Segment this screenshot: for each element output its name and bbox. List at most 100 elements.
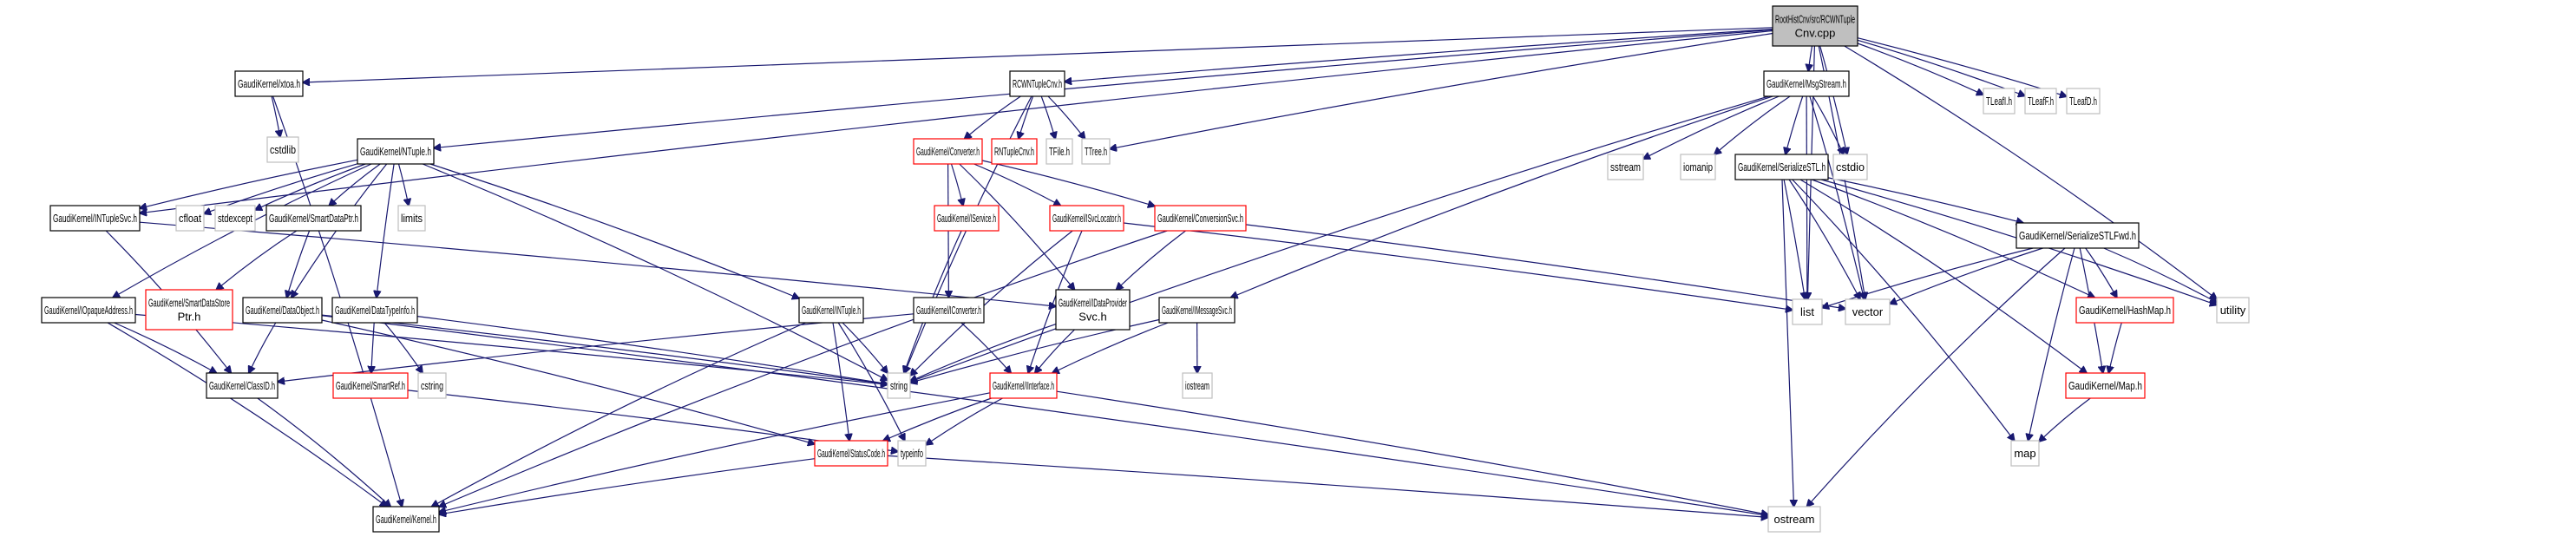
edge-ntuple-to-datatypeinfo [377, 163, 395, 298]
node-iinterface[interactable]: GaudiKernel/IInterface.h [989, 372, 1058, 399]
node-box [1081, 138, 1111, 165]
node-serializestlfwd[interactable]: GaudiKernel/SerializeSTLFwd.h [2016, 222, 2140, 249]
edge-iconverter-to-iinterface [960, 322, 1011, 373]
node-box [175, 205, 205, 232]
edge-idataprovider-to-string [910, 324, 1057, 382]
node-statuscode[interactable]: GaudiKernel/StatusCode.h [814, 440, 888, 467]
node-kernel[interactable]: GaudiKernel/Kernel.h [372, 506, 440, 533]
node-root[interactable]: RootHistCnv/src/RCWNTupleCnv.cpp [1772, 5, 1858, 47]
node-xtoa[interactable]: GaudiKernel/xtoa.h [234, 70, 304, 97]
node-box [1734, 154, 1829, 180]
node-iconverter[interactable]: GaudiKernel/IConverter.h [913, 297, 985, 324]
node-rcwnh[interactable]: RCWNTupleCnv.h [1009, 70, 1065, 97]
edge-ntuple-to-string [422, 163, 888, 380]
node-label: GaudiKernel/IDataProvider [1059, 297, 1127, 310]
edge-msgstream-to-serializestl [1786, 95, 1804, 154]
edge-ntuple-to-limits [397, 163, 410, 206]
node-ostream: ostream [1767, 506, 1821, 533]
node-label: iomanip [1683, 160, 1713, 174]
node-box [2010, 440, 2040, 467]
edge-datatypeinfo-to-string [416, 316, 888, 384]
edge-idataprovider-to-iinterface [1035, 329, 1075, 373]
edge-conversionsvc-to-kernel [439, 230, 1168, 507]
node-conversionsvc[interactable]: GaudiKernel/ConversionSvc.h [1154, 205, 1247, 232]
node-label: RCWNTupleCnv.h [1013, 77, 1062, 90]
node-box [1055, 289, 1131, 331]
node-label: GaudiKernel/IService.h [937, 212, 996, 225]
node-tleaff: TLeafF.h [2024, 88, 2057, 115]
node-box [1767, 506, 1821, 533]
edge-serializestlfwd-to-vector [1890, 247, 2043, 304]
node-box [1154, 205, 1247, 232]
node-isvclocator[interactable]: GaudiKernel/ISvcLocator.h [1049, 205, 1124, 232]
edge-msgstream-to-string [910, 95, 1769, 382]
node-label: RootHistCnv/src/RCWNTuple [1775, 13, 1855, 26]
node-box [913, 297, 985, 324]
node-box [1607, 154, 1644, 180]
node-hashmap[interactable]: GaudiKernel/HashMap.h [2075, 297, 2174, 324]
node-dataobject[interactable]: GaudiKernel/DataObject.h [242, 297, 323, 324]
node-label: GaudiKernel/IMessageSvc.h [1162, 304, 1232, 317]
node-label: Svc.h [1078, 311, 1107, 324]
node-serializestl[interactable]: GaudiKernel/SerializeSTL.h [1734, 154, 1829, 180]
edge-root-to-cstdio [1819, 45, 1847, 154]
node-imessagesvc[interactable]: GaudiKernel/IMessageSvc.h [1158, 297, 1236, 324]
edge-serializestlfwd-to-ostream [1807, 247, 2066, 507]
node-box [1049, 205, 1124, 232]
edge-iinterface-to-ostream [1056, 390, 1768, 514]
edge-isvclocator-to-iinterface [1028, 230, 1083, 373]
node-map_h[interactable]: GaudiKernel/Map.h [2065, 372, 2146, 399]
node-box [2075, 297, 2174, 324]
node-label: cstdio [1836, 160, 1865, 174]
node-label: GaudiKernel/DataTypeInfo.h [335, 304, 415, 317]
node-intuplesvc[interactable]: GaudiKernel/INTupleSvc.h [49, 205, 141, 232]
node-utility: utility [2216, 297, 2250, 324]
node-label: cfloat [179, 212, 201, 225]
node-smartdataptr[interactable]: GaudiKernel/SmartDataPtr.h [265, 205, 362, 232]
edge-serializestl-to-serializestlfwd [1827, 177, 2023, 223]
node-label: GaudiKernel/Converter.h [916, 145, 980, 158]
node-box [49, 205, 141, 232]
node-datatypeinfo[interactable]: GaudiKernel/DataTypeInfo.h [331, 297, 418, 324]
edge-hashmap-to-map_h [2108, 322, 2122, 373]
node-box [1182, 372, 1213, 399]
node-tleafi: TLeafI.h [1983, 88, 2016, 115]
node-label: GaudiKernel/ConversionSvc.h [1157, 212, 1243, 225]
node-box [913, 138, 983, 165]
node-cfloat: cfloat [175, 205, 205, 232]
node-box [989, 372, 1058, 399]
node-label: GaudiKernel/Map.h [2068, 379, 2142, 392]
node-label: GaudiKernel/HashMap.h [2079, 304, 2171, 317]
node-iservice[interactable]: GaudiKernel/IService.h [934, 205, 1000, 232]
node-intuple[interactable]: GaudiKernel/INTuple.h [798, 297, 864, 324]
node-box [887, 372, 911, 399]
edge-intuple-to-statuscode [832, 322, 849, 441]
node-classid[interactable]: GaudiKernel/ClassID.h [206, 372, 279, 399]
node-label: list [1800, 305, 1814, 318]
node-rntuplecnv[interactable]: RNTupleCnv.h [991, 138, 1038, 165]
edge-serializestlfwd-to-hashmap [2085, 247, 2117, 298]
node-smartref[interactable]: GaudiKernel/SmartRef.h [332, 372, 409, 399]
edge-root-to-tleafd [1857, 37, 2067, 97]
node-label: GaudiKernel/SerializeSTL.h [1738, 160, 1825, 174]
edge-statuscode-to-kernel [439, 458, 816, 514]
node-label: GaudiKernel/SmartRef.h [336, 379, 405, 392]
edge-intuple-to-kernel [432, 322, 806, 507]
node-box [1680, 154, 1716, 180]
node-iopaque[interactable]: GaudiKernel/IOpaqueAddress.h [41, 297, 136, 324]
node-cstdlib: cstdlib [266, 136, 299, 163]
node-converter[interactable]: GaudiKernel/Converter.h [913, 138, 983, 165]
edge-isvclocator-to-list [1123, 222, 1793, 310]
node-msgstream[interactable]: GaudiKernel/MsgStream.h [1763, 70, 1850, 97]
edge-converter-to-iservice [950, 163, 964, 206]
node-list: list [1792, 298, 1823, 325]
node-box [2016, 222, 2140, 249]
edge-isvclocator-to-string [910, 230, 1073, 376]
node-box [2216, 297, 2250, 324]
node-ntuple[interactable]: GaudiKernel/NTuple.h [357, 138, 435, 165]
node-box [991, 138, 1038, 165]
edge-dataobject-to-string [321, 314, 888, 384]
node-label: Ptr.h [178, 311, 201, 324]
